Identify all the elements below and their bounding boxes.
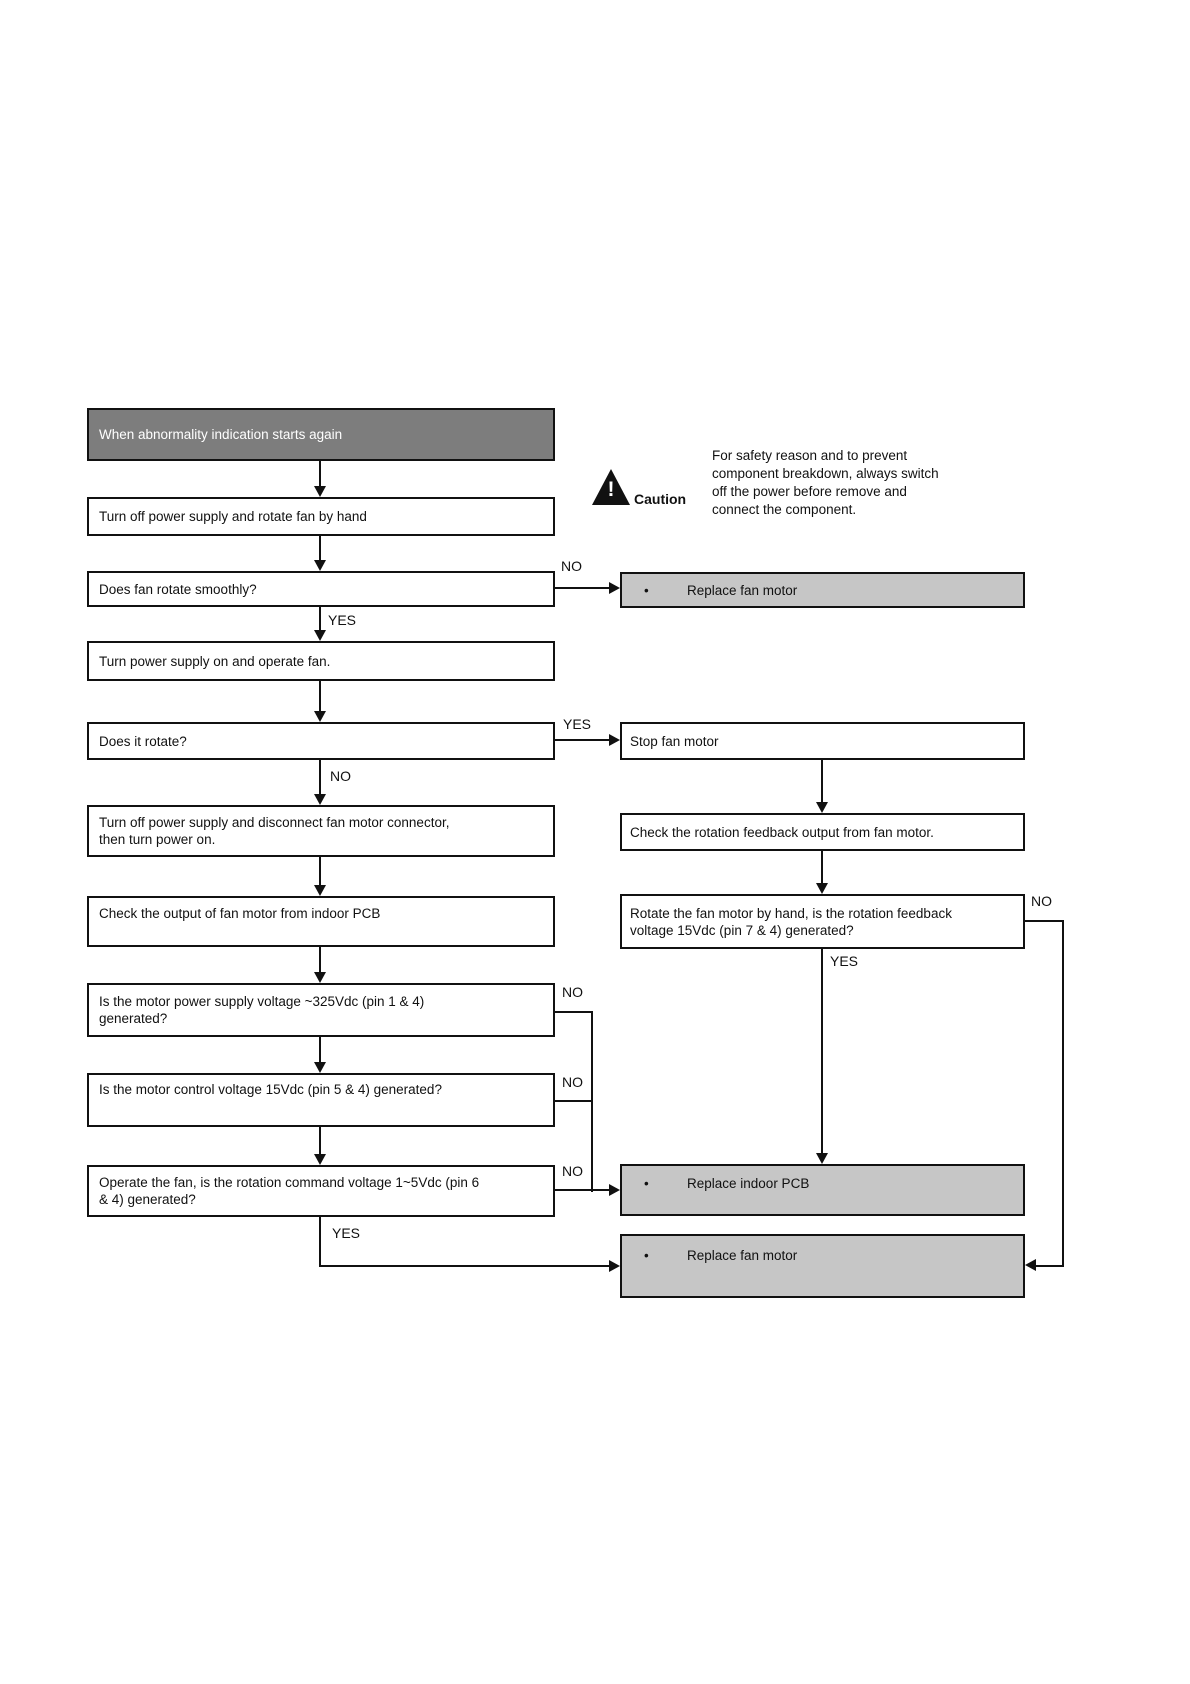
connector-yes-down — [319, 1217, 321, 1267]
arrowhead-left — [1025, 1259, 1036, 1271]
edge-label-no: NO — [561, 558, 582, 574]
warning-exclamation: ! — [607, 478, 615, 501]
arrowhead-down — [314, 560, 326, 571]
connector-down — [319, 681, 321, 711]
connector-yes-right — [319, 1265, 610, 1267]
node-replace-indoor-pcb-label: Replace indoor PCB — [687, 1176, 810, 1191]
arrowhead-down — [314, 486, 326, 497]
connector-no-down — [319, 760, 321, 794]
node-replace-fan-motor-2: • Replace fan motor — [620, 1234, 1025, 1298]
node-stop-fan-motor: Stop fan motor — [620, 722, 1025, 760]
edge-label-yes: YES — [563, 716, 592, 732]
connector-no-stub — [1025, 920, 1064, 922]
bullet-icon: • — [644, 1176, 649, 1191]
node-does-it-rotate: Does it rotate? — [87, 722, 555, 760]
connector-yes-down — [821, 949, 823, 1153]
connector-no-right — [555, 587, 609, 589]
node-check-feedback: Check the rotation feedback output from … — [620, 813, 1025, 851]
connector-yes-down — [319, 607, 321, 630]
connector-start-down — [319, 461, 321, 486]
node-replace-indoor-pcb: • Replace indoor PCB — [620, 1164, 1025, 1216]
connector-no-collector — [591, 1012, 593, 1192]
node-power-supply-voltage: Is the motor power supply voltage ~325Vd… — [87, 983, 555, 1037]
node-command-voltage: Operate the fan, is the rotation command… — [87, 1165, 555, 1217]
arrowhead-down — [816, 883, 828, 894]
edge-label-no: NO — [562, 1163, 583, 1179]
arrowhead-down — [816, 1153, 828, 1164]
node-start: When abnormality indication starts again — [87, 408, 555, 461]
edge-label-no: NO — [562, 1074, 583, 1090]
arrowhead-down — [314, 1062, 326, 1073]
connector-down — [319, 536, 321, 560]
arrowhead-down — [816, 802, 828, 813]
node-replace-fan-motor-1-label: Replace fan motor — [687, 582, 798, 598]
connector-down — [319, 857, 321, 885]
node-rotate-by-hand: Rotate the fan motor by hand, is the rot… — [620, 894, 1025, 949]
arrowhead-right — [609, 1184, 620, 1196]
connector-down — [319, 1127, 321, 1154]
arrowhead-right — [609, 582, 620, 594]
node-replace-fan-motor-2-label: Replace fan motor — [687, 1248, 798, 1263]
bullet-icon: • — [644, 1248, 649, 1263]
arrowhead-right — [609, 734, 620, 746]
arrowhead-down — [314, 1154, 326, 1165]
connector-down — [319, 1037, 321, 1062]
edge-label-no: NO — [1031, 893, 1052, 909]
edge-label-yes: YES — [328, 612, 357, 628]
edge-label-no: NO — [330, 768, 351, 784]
edge-label-no: NO — [562, 984, 583, 1000]
node-turn-on-operate: Turn power supply on and operate fan. — [87, 641, 555, 681]
bullet-icon: • — [644, 582, 649, 598]
node-disconnect-connector: Turn off power supply and disconnect fan… — [87, 805, 555, 857]
arrowhead-down — [314, 630, 326, 641]
node-does-fan-rotate-smoothly: Does fan rotate smoothly? — [87, 571, 555, 607]
connector-no-down — [1062, 920, 1064, 1267]
connector-no-stub — [555, 1011, 593, 1013]
caution-text: For safety reason and to prevent compone… — [712, 448, 939, 517]
connector-no-right — [555, 1189, 609, 1191]
arrowhead-down — [314, 972, 326, 983]
connector-down — [319, 947, 321, 972]
caution-label: Caution — [634, 491, 687, 507]
arrowhead-down — [314, 885, 326, 896]
arrowhead-right — [609, 1260, 620, 1272]
connector-no-left — [1036, 1265, 1064, 1267]
connector-down — [821, 760, 823, 802]
edge-label-yes: YES — [332, 1225, 361, 1241]
connector-down — [821, 851, 823, 883]
node-control-voltage: Is the motor control voltage 15Vdc (pin … — [87, 1073, 555, 1127]
node-replace-fan-motor-1: • Replace fan motor — [620, 572, 1025, 608]
arrowhead-down — [314, 711, 326, 722]
node-turn-off-rotate: Turn off power supply and rotate fan by … — [87, 497, 555, 536]
connector-no-stub — [555, 1100, 593, 1102]
warning-triangle-icon — [592, 469, 630, 505]
edge-label-yes: YES — [830, 953, 859, 969]
arrowhead-down — [314, 794, 326, 805]
node-check-output-pcb: Check the output of fan motor from indoo… — [87, 896, 555, 947]
connector-yes-right — [555, 739, 609, 741]
